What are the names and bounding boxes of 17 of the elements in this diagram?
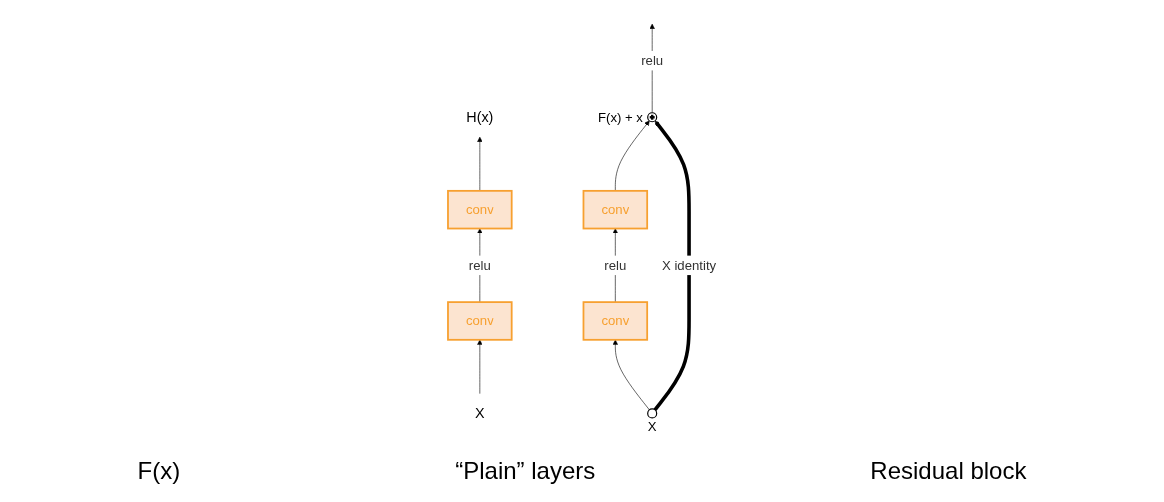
edge-label: relu <box>604 257 627 273</box>
edge-label: X identity <box>661 257 717 273</box>
edge-label: relu <box>468 257 491 273</box>
diagram-label: F(x) <box>137 457 181 485</box>
edge-label: relu <box>641 53 664 69</box>
node-caption: X <box>647 419 657 435</box>
node-caption: F(x) + x <box>597 110 643 126</box>
node-text: X <box>474 405 485 422</box>
diagram-label: “Plain” layers <box>455 457 596 485</box>
arrow <box>653 120 691 411</box>
node-box: conv <box>447 301 513 341</box>
node-box: conv <box>582 189 648 230</box>
diagram-label: Residual block <box>870 457 1027 485</box>
node-circle <box>647 408 658 419</box>
node-text: H(x) <box>466 108 494 126</box>
node-box: conv <box>447 189 513 230</box>
node-box: conv <box>582 301 648 341</box>
